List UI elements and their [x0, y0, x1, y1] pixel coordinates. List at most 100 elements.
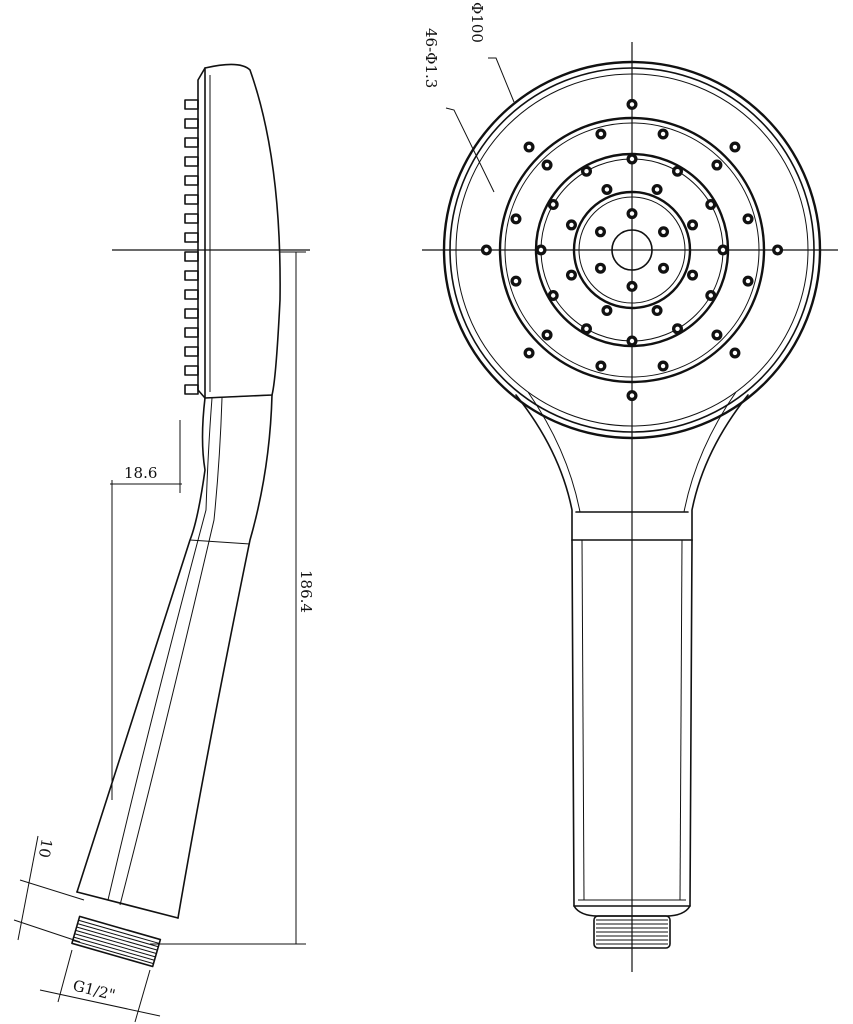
total-length-label: 186.4	[297, 570, 315, 613]
nozzle	[581, 165, 592, 177]
nozzle	[705, 199, 717, 210]
nozzle	[626, 390, 638, 402]
nozzle	[651, 183, 663, 195]
nozzle	[626, 280, 638, 292]
front-outer-rim	[442, 60, 822, 440]
head-offset-label: 18.6	[124, 464, 157, 482]
nozzle	[657, 128, 669, 140]
nozzle	[658, 262, 670, 274]
side-nozzle	[184, 118, 199, 129]
nozzle	[717, 244, 729, 256]
nozzle	[535, 244, 547, 256]
side-nozzle	[184, 137, 199, 148]
dim-head-offset: 18.6	[110, 420, 182, 800]
side-handle-back	[177, 394, 273, 919]
front-ring-2	[572, 190, 692, 310]
nozzle	[772, 244, 784, 256]
front-neck-left-inner	[527, 391, 581, 513]
nozzle	[626, 335, 638, 347]
nozzle	[541, 159, 553, 171]
side-nozzle	[184, 213, 199, 224]
outer-diameter-label: Φ100	[468, 2, 486, 43]
nozzle	[626, 208, 638, 220]
nozzle	[601, 305, 613, 317]
nozzle	[523, 141, 535, 153]
side-nozzle	[184, 270, 199, 281]
side-thread-body	[71, 915, 162, 968]
side-nozzle	[184, 365, 199, 376]
leader-outer-diameter	[488, 57, 515, 103]
nozzle	[601, 183, 613, 195]
side-handle-inner1	[107, 397, 213, 901]
nozzle	[594, 262, 606, 274]
thread-spec-label: G1/2"	[71, 976, 117, 1004]
side-nozzle	[184, 194, 199, 205]
thread-length-label: 10	[35, 837, 56, 859]
side-handle-bottom	[76, 891, 179, 919]
front-neck-right-inner	[683, 391, 737, 513]
side-nozzle	[184, 308, 199, 319]
front-handle-inner-l	[581, 539, 585, 901]
nozzle	[742, 275, 754, 287]
front-ring-4	[498, 116, 766, 384]
nozzle	[565, 269, 577, 281]
front-thread-body	[593, 915, 671, 949]
side-nozzle	[184, 384, 199, 395]
side-face-plate	[197, 67, 206, 399]
nozzle	[651, 305, 663, 317]
nozzle	[581, 323, 592, 335]
dim-total-length: 186.4	[150, 251, 315, 945]
side-nozzle	[184, 327, 199, 338]
front-handle-outline	[571, 539, 693, 907]
nozzle	[594, 226, 606, 238]
front-rim-inner	[449, 67, 815, 433]
nozzle	[687, 219, 699, 231]
nozzle	[672, 323, 683, 335]
nozzle	[711, 329, 723, 341]
nozzle	[547, 199, 559, 210]
front-neck-left	[515, 394, 573, 541]
front-ring-2-inner	[578, 196, 686, 304]
nozzle	[595, 128, 607, 140]
nozzle	[523, 347, 535, 359]
nozzle	[626, 153, 638, 165]
nozzle	[510, 213, 522, 225]
nozzle	[729, 141, 741, 153]
nozzle	[547, 290, 559, 301]
front-ring-4-inner	[504, 122, 760, 378]
nozzle	[729, 347, 741, 359]
nozzle	[510, 275, 522, 287]
side-view: 18.6 186.4 10 G1/2"	[13, 63, 315, 1023]
nozzle-spec-label: 46-Φ1.3	[422, 28, 440, 88]
nozzle	[657, 360, 669, 372]
front-nozzles	[480, 98, 784, 402]
nozzle	[595, 360, 607, 372]
side-nozzle	[184, 251, 199, 262]
side-handle-inner2	[119, 397, 223, 906]
side-nozzle	[184, 156, 199, 167]
side-nozzle	[184, 232, 199, 243]
nozzle	[480, 244, 492, 256]
front-thread	[593, 915, 671, 949]
front-neck-right	[691, 394, 749, 541]
side-nozzle	[184, 346, 199, 357]
side-nozzle	[184, 289, 199, 300]
side-nozzles	[184, 99, 199, 395]
nozzle	[711, 159, 723, 171]
nozzle	[742, 213, 754, 225]
front-view: Φ100 46-Φ1.3	[422, 2, 838, 972]
nozzle	[687, 269, 699, 281]
front-handle-inner-r	[679, 539, 683, 901]
side-nozzle	[184, 175, 199, 186]
nozzle	[705, 290, 717, 301]
leader-nozzle-spec	[445, 107, 495, 193]
nozzle	[626, 98, 638, 110]
nozzle	[672, 165, 683, 177]
side-head-outline	[204, 63, 281, 399]
nozzle	[565, 219, 577, 231]
nozzle	[541, 329, 553, 341]
side-thread	[71, 915, 162, 968]
front-face-edge	[455, 73, 809, 427]
nozzle	[658, 226, 670, 238]
